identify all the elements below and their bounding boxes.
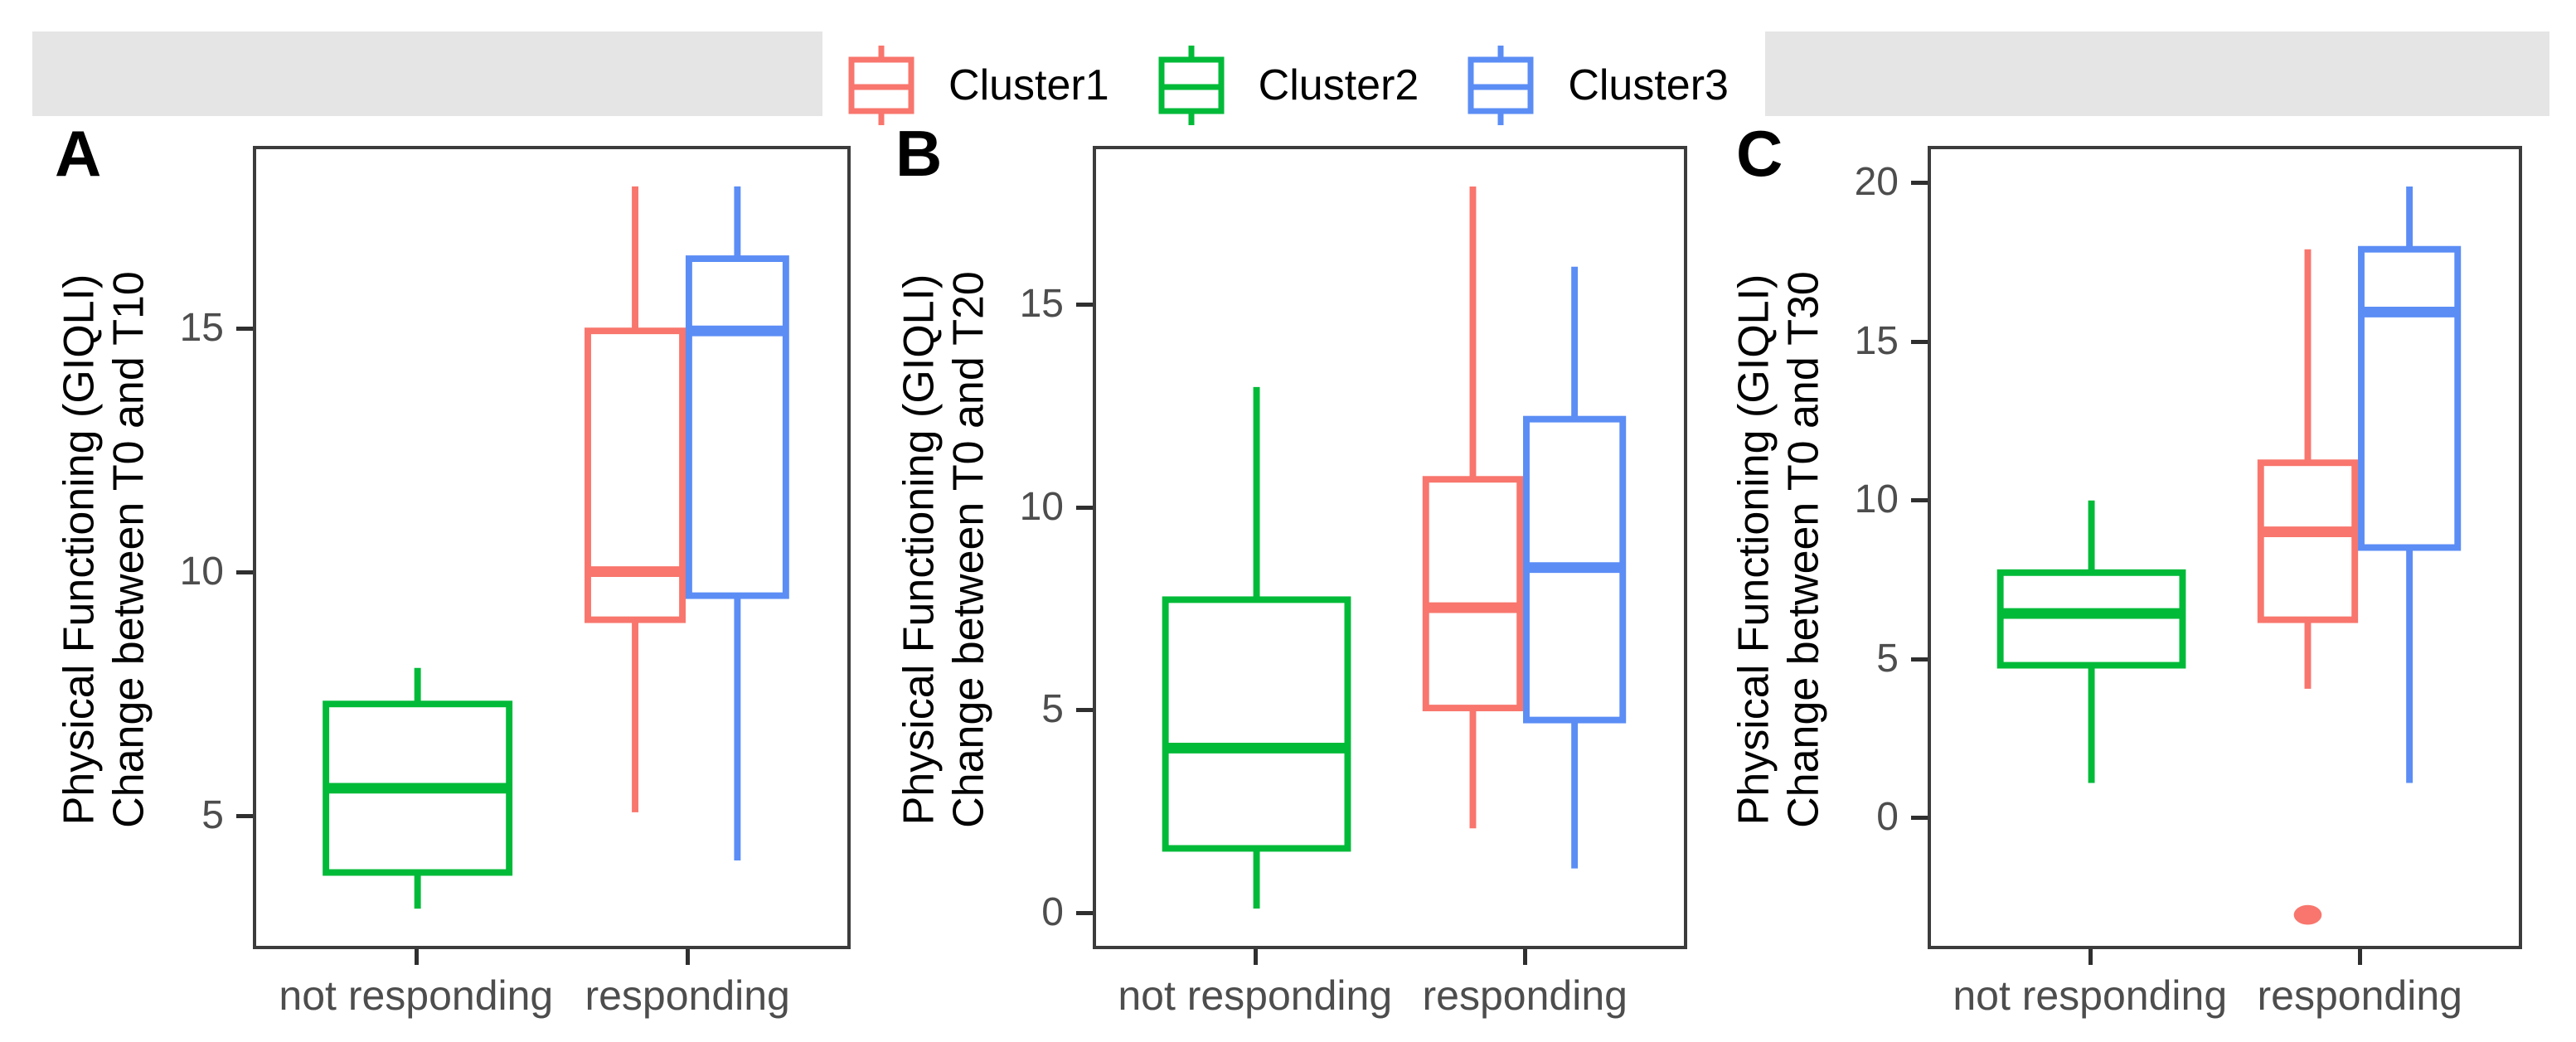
boxplot-canvas-c <box>1996 186 2462 925</box>
y-tick-mark <box>1076 505 1093 510</box>
y-axis-title-line2: Change between T0 and T20 <box>944 271 993 828</box>
facet-strip-left <box>32 32 822 116</box>
y-tick-label: 10 <box>179 549 224 594</box>
plot-area-a <box>253 146 851 949</box>
x-category-label: responding <box>2257 972 2462 1019</box>
y-tick-mark <box>1911 657 1928 662</box>
x-category-label: responding <box>585 972 790 1019</box>
y-tick-label: 15 <box>1854 318 1899 363</box>
y-tick-label: 5 <box>1041 687 1064 732</box>
boxplot-canvas-a <box>323 186 789 909</box>
y-tick-label: 10 <box>1019 484 1064 529</box>
legend-item-cluster1: Cluster1 <box>847 43 1109 128</box>
plot-area-c <box>1928 146 2522 949</box>
outlier-point <box>2293 904 2322 925</box>
y-tick-mark <box>236 813 253 818</box>
box-cluster3-responding <box>1523 266 1627 869</box>
box-cluster2-not-responding <box>1162 386 1351 909</box>
x-category-label: not responding <box>279 972 554 1019</box>
box-cluster1-responding <box>585 186 686 812</box>
x-category-label: responding <box>1422 972 1628 1019</box>
box-cluster1-responding <box>2257 249 2359 925</box>
x-category-label: not responding <box>1953 972 2228 1019</box>
boxplot-canvas-b <box>1162 186 1627 909</box>
facet-strip-right <box>1765 32 2549 116</box>
y-tick-mark <box>1911 816 1928 821</box>
plot-area-b <box>1093 146 1687 949</box>
legend-item-cluster2: Cluster2 <box>1157 43 1419 128</box>
y-tick-mark <box>1076 302 1093 307</box>
y-tick-mark <box>236 327 253 332</box>
y-tick-label: 0 <box>1876 795 1899 840</box>
legend-item-cluster3: Cluster3 <box>1467 43 1729 128</box>
x-tick-mark <box>1253 949 1258 965</box>
panel-letter-a: A <box>55 117 102 190</box>
y-axis-title-line1: Physical Functioning (GIQLI) <box>55 274 104 826</box>
legend-label: Cluster1 <box>948 61 1109 109</box>
y-tick-mark <box>1076 708 1093 713</box>
y-tick-label: 0 <box>1041 889 1064 934</box>
x-tick-mark <box>414 949 419 965</box>
legend-label: Cluster2 <box>1258 61 1419 109</box>
y-axis-title-b: Physical Functioning (GIQLI) Change betw… <box>895 148 997 952</box>
y-axis-title-line1: Physical Functioning (GIQLI) <box>895 274 944 826</box>
y-tick-label: 5 <box>1876 636 1899 681</box>
y-tick-mark <box>1911 181 1928 186</box>
x-tick-mark <box>2088 949 2093 965</box>
boxplot-key-icon <box>848 46 914 125</box>
x-tick-mark <box>2358 949 2363 965</box>
x-category-label: not responding <box>1118 972 1393 1019</box>
x-tick-mark <box>686 949 691 965</box>
y-tick-mark <box>1911 339 1928 344</box>
box-cluster3-responding <box>2358 186 2462 783</box>
legend: Cluster1 Cluster2 Cluster3 <box>0 25 2576 146</box>
box-cluster2-not-responding <box>323 667 513 909</box>
y-tick-mark <box>1911 498 1928 503</box>
boxplot-key-icon <box>1467 46 1534 125</box>
y-tick-mark <box>236 569 253 574</box>
panel-letter-c: C <box>1736 117 1783 190</box>
y-tick-label: 15 <box>179 306 224 351</box>
y-tick-label: 20 <box>1854 160 1899 205</box>
box-cluster2-not-responding <box>1996 500 2186 783</box>
boxplot-key-icon <box>1158 46 1225 125</box>
legend-label: Cluster3 <box>1568 61 1729 109</box>
y-tick-label: 15 <box>1019 281 1064 326</box>
y-tick-label: 10 <box>1854 477 1899 522</box>
y-tick-label: 5 <box>201 792 224 837</box>
y-axis-title-line1: Physical Functioning (GIQLI) <box>1729 274 1778 826</box>
panel-letter-b: B <box>895 117 943 190</box>
x-tick-mark <box>1523 949 1528 965</box>
y-tick-mark <box>1076 910 1093 915</box>
box-cluster1-responding <box>1422 186 1524 829</box>
box-cluster3-responding <box>685 186 789 860</box>
